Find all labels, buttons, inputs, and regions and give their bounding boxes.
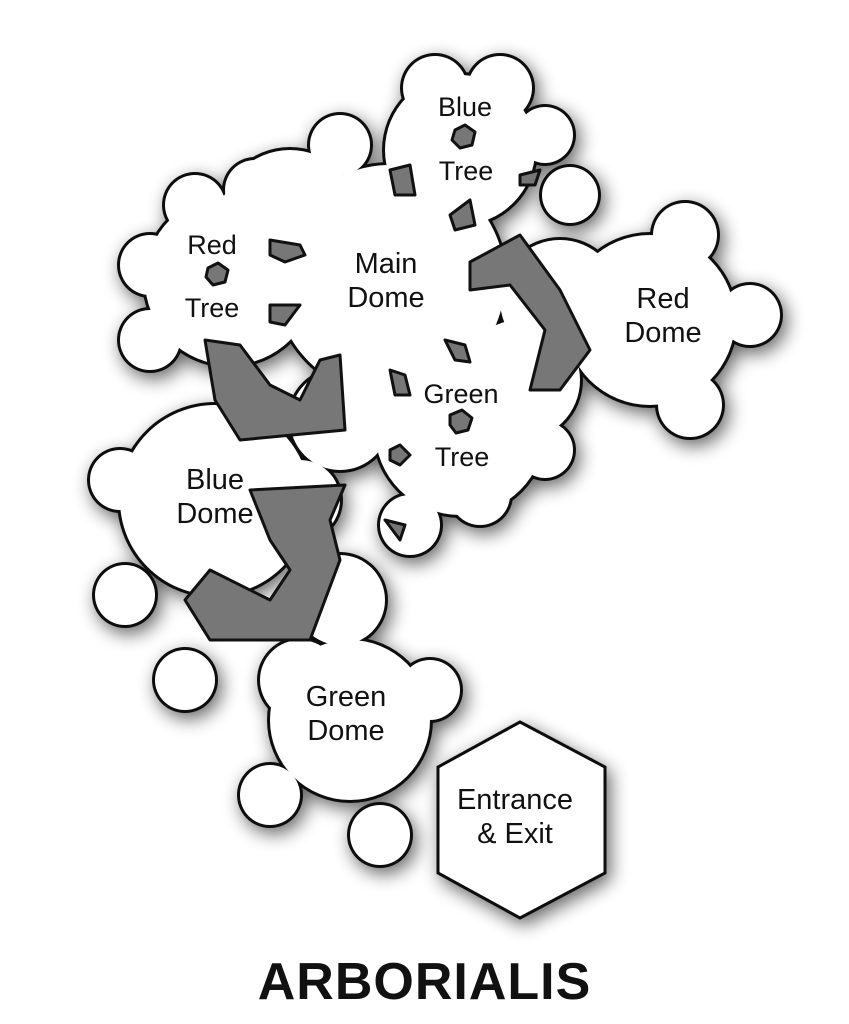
label-red-dome-1: Red <box>636 283 690 315</box>
tree-pillars <box>183 123 592 642</box>
pillar-hole <box>443 338 472 364</box>
label-green-tree-2: Tree <box>434 442 490 472</box>
label-blue-tree-1: Blue <box>437 92 493 122</box>
pillar-hole <box>203 338 347 442</box>
label-green-dome-2: Dome <box>307 715 385 747</box>
pillar-hole <box>388 163 417 197</box>
pillar-hole <box>450 123 477 150</box>
label-red-tree-2: Tree <box>184 293 240 323</box>
label-green-tree-1: Green <box>423 379 499 409</box>
pillar-hole <box>518 168 542 187</box>
pillar-hole <box>388 443 412 467</box>
pillar-hole <box>268 238 307 264</box>
label-red-dome-2: Dome <box>624 317 702 349</box>
label-blue-dome-1: Blue <box>185 464 245 496</box>
pillar-hole <box>268 303 302 327</box>
label-red-tree-1: Red <box>187 230 237 260</box>
label-blue-tree-2: Tree <box>438 156 494 186</box>
pillar-hole <box>183 483 347 642</box>
label-main-dome-1: Main <box>354 248 418 280</box>
pillar-hole <box>468 233 592 392</box>
pillar-hole <box>448 198 477 232</box>
label-green-dome-1: Green <box>305 681 387 713</box>
label-main-dome-2: Dome <box>347 282 425 314</box>
map-title: ARBORIALIS <box>257 953 592 1011</box>
pillar-hole <box>388 368 412 397</box>
pillar-hole <box>204 261 230 287</box>
label-blue-dome-2: Dome <box>176 498 254 530</box>
pillar-hole <box>383 518 407 542</box>
pillar-hole <box>448 408 474 435</box>
label-entrance-2: & Exit <box>477 818 553 850</box>
label-entrance-1: Entrance <box>456 784 574 816</box>
